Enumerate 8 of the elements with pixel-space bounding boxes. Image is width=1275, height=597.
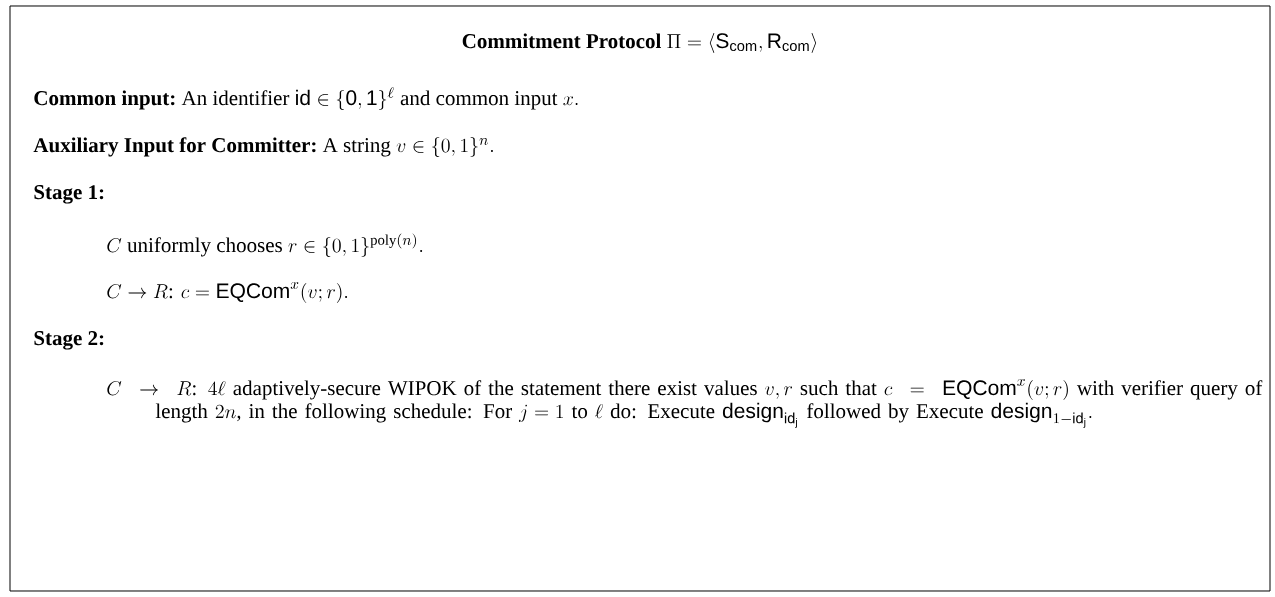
heading: $\textbf{Commitment Protocol} \ \Pi = \langle \mathsf{S}_{\mathsf{com}}, \mathsf{R}_{\mathsf{com}} \rangle$ [462, 33, 817, 53]
text-line: $C \to R$: $c = \mathsf{EQCom}^{x}(v;r).$ [107, 281, 348, 303]
text-line: $\textbf{Common input:}$ An identifier $\mathsf{id} \in \{\mathsf{0},\mathsf{1}\}^{\ell}$ and common input $x.$ [34, 87, 578, 110]
paragraph: $C \to R$: $4\ell$ adaptively-secure WIPOK of the statement there exist values $v,r$ such that $c = \mathsf{EQCom}^{x}(v;r)$ with verifier query of length $2n$, in the following schedule: For $j = 1$ to $\ell$ do: Execute $\mathsf{design}_{\mathsf{id}_{\mathsf{j}}}$ followed by Execute $\mathsf{design}_{1-\mathsf{id}_{\mathsf{j}}}.$ [107, 378, 1263, 428]
text-line: $C$ uniformly chooses $r \in \{0,1\}^{\mathrm{poly}(n)}.$ [107, 233, 423, 257]
text-line: $\textbf{Auxiliary Input for Committer:}$ A string $v \in \{0,1\}^{n}.$ [33, 137, 493, 157]
section-heading: Stage 2: [34, 331, 104, 350]
section-heading: Stage 1: [34, 185, 104, 204]
